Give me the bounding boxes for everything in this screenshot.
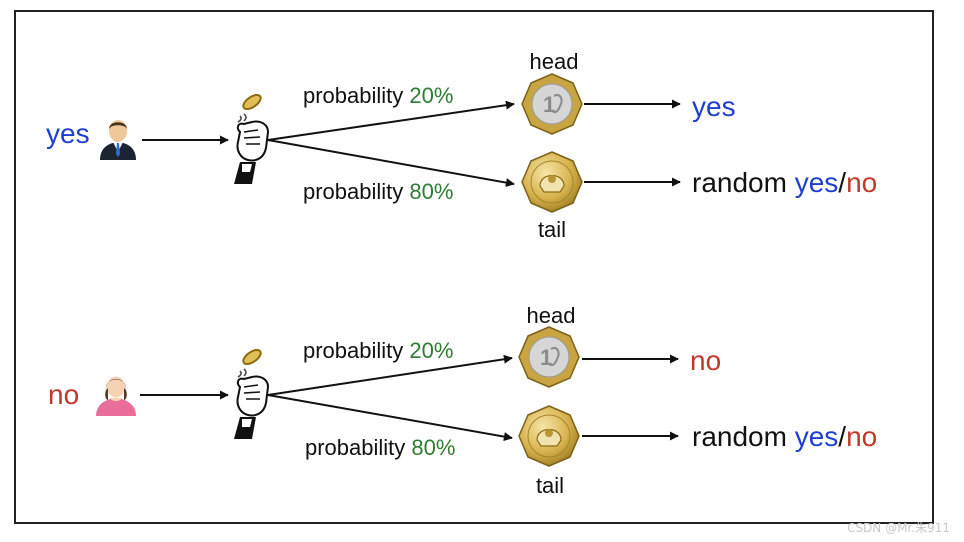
svg-text:1: 1 xyxy=(543,92,555,117)
respondent-answer: yes xyxy=(46,118,90,149)
respondent-answer: no xyxy=(48,379,79,410)
svg-text:1: 1 xyxy=(540,345,552,370)
tail-probability-label: probability 80% xyxy=(303,179,453,204)
watermark: CSDN @Mr.朱911 xyxy=(847,521,950,535)
head-probability-label: probability 20% xyxy=(303,83,453,108)
coin-head-icon: 1 xyxy=(518,326,580,388)
coin-head-icon: 1 xyxy=(521,73,583,135)
head-outcome: no xyxy=(690,345,721,376)
coin-tail-icon xyxy=(521,151,583,213)
head-label: head xyxy=(527,303,576,328)
tail-label: tail xyxy=(538,217,566,242)
tail-label: tail xyxy=(536,473,564,498)
arrow-to-head xyxy=(267,100,515,141)
head-outcome: yes xyxy=(692,91,736,122)
coin-tail-icon xyxy=(518,405,580,467)
coin-flip-hand-icon xyxy=(234,348,270,439)
head-probability-label: probability 20% xyxy=(303,338,453,363)
head-label: head xyxy=(530,49,579,74)
arrow-to-tail xyxy=(267,139,515,188)
coin-flip-hand-icon xyxy=(234,93,270,184)
arrow-to-tail xyxy=(267,394,513,442)
arrow-to-head xyxy=(267,354,513,396)
man-avatar-icon xyxy=(100,120,136,160)
tail-outcome: random yes/no xyxy=(692,167,877,198)
woman-avatar-icon xyxy=(96,376,136,416)
tail-outcome: random yes/no xyxy=(692,421,877,452)
row-no: no probability 20% probability 80% head … xyxy=(48,303,877,498)
tail-probability-label: probability 80% xyxy=(305,435,455,460)
row-yes: yes probability 20% probability 80% head… xyxy=(46,49,877,242)
diagram-frame xyxy=(14,10,934,524)
